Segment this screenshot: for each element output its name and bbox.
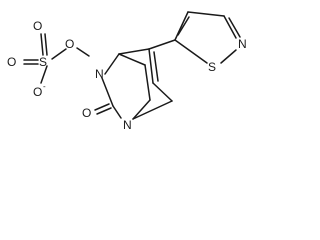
bicyclic-core-bonds bbox=[94, 48, 173, 120]
atom-o-minus: O bbox=[33, 85, 42, 99]
atom-o-carbonyl: O bbox=[82, 106, 91, 120]
chemical-structure: O O S O O - N O N S N bbox=[7, 11, 247, 132]
atom-n-bridgehead: N bbox=[123, 118, 132, 132]
atom-o-sulfonyl-top: O bbox=[33, 19, 42, 33]
atom-s-sulfonyl: S bbox=[39, 55, 47, 69]
atom-s-isothiazole: S bbox=[208, 60, 216, 74]
sulfate-bonds bbox=[23, 33, 90, 84]
isothiazole-bonds bbox=[148, 11, 241, 64]
atom-o-sulfonyl-left: O bbox=[7, 55, 16, 69]
atom-n-hydroxyl: N bbox=[95, 67, 104, 81]
atom-n-isothiazole: N bbox=[238, 37, 247, 51]
atom-o-bridge: O bbox=[65, 37, 74, 51]
negative-charge: - bbox=[43, 82, 46, 91]
